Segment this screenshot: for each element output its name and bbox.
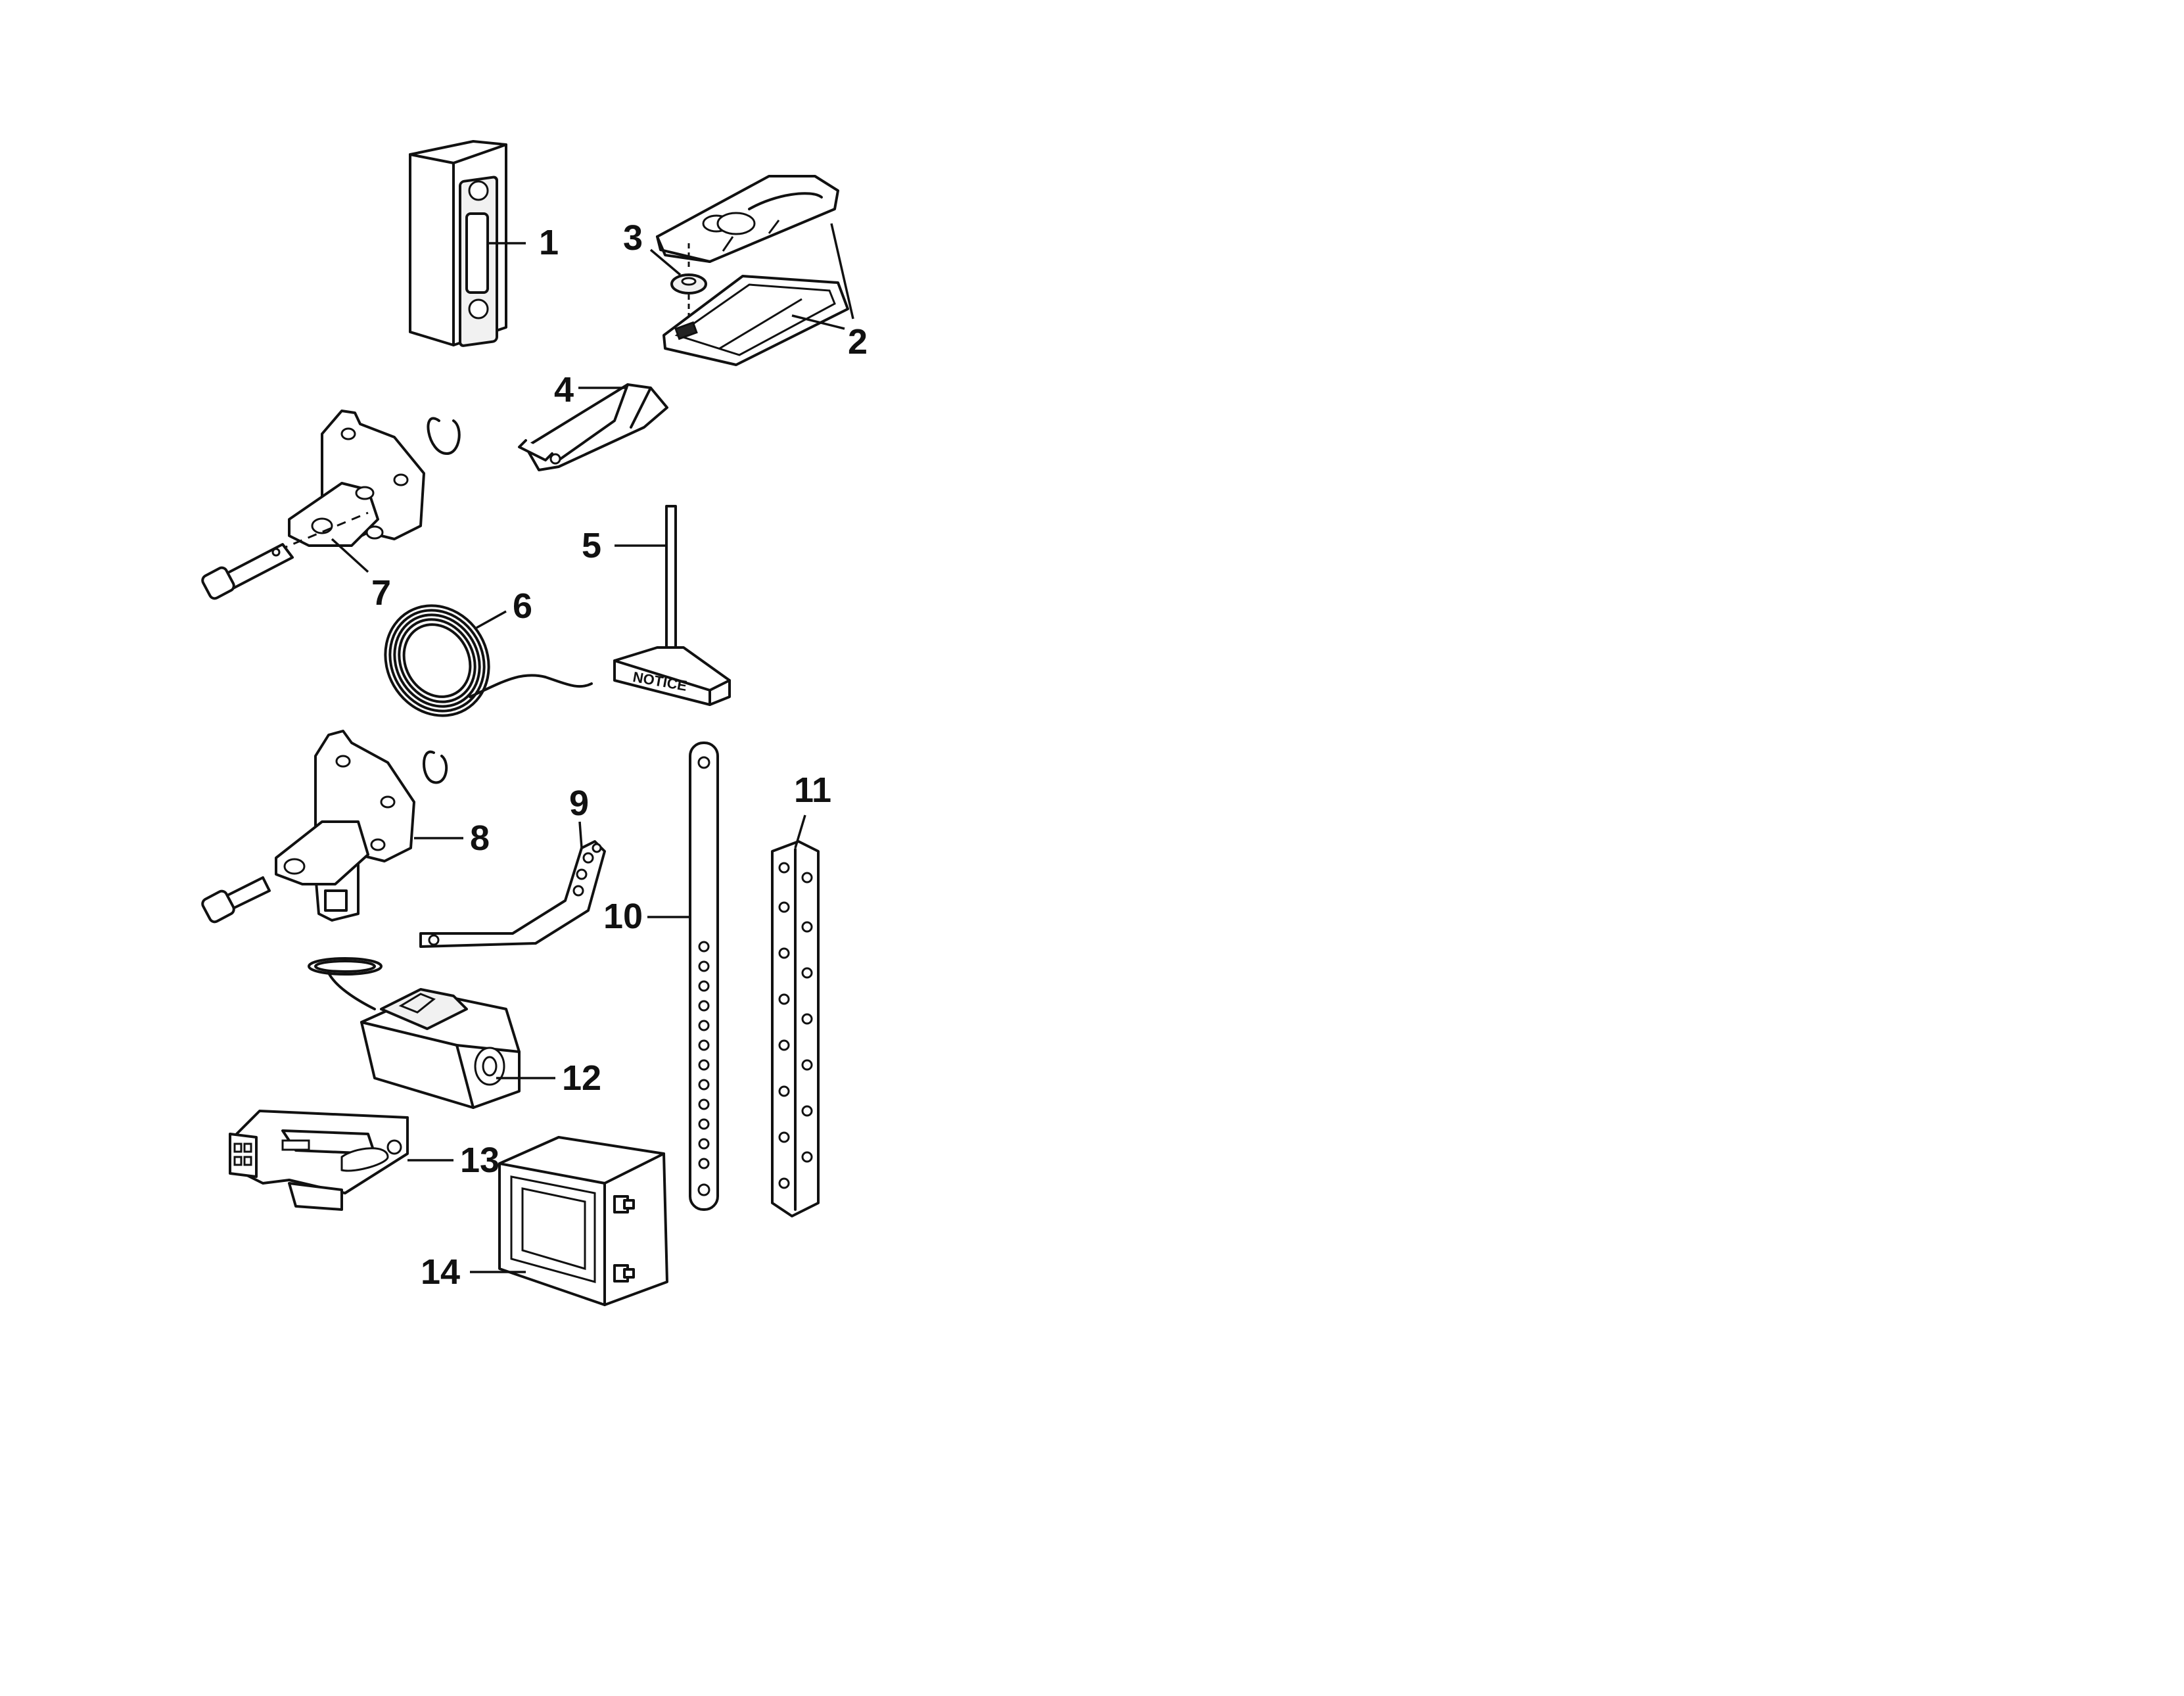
callout-4: 4 [554, 370, 574, 410]
leader-6 [476, 610, 507, 629]
leader-9 [578, 821, 583, 849]
part-4-visor-clip [518, 383, 668, 471]
callout-9: 9 [569, 784, 589, 823]
callout-7: 7 [371, 573, 391, 613]
callout-14: 14 [421, 1252, 460, 1292]
callout-6: 6 [513, 586, 532, 626]
leader-2b [791, 314, 845, 330]
part-8-door-arm-bracket [201, 730, 448, 924]
leader-11 [794, 814, 806, 849]
part-1-door-control-button [409, 140, 507, 347]
callout-8: 8 [470, 818, 490, 858]
callout-5: 5 [582, 526, 601, 565]
part-14-light-lens [498, 1136, 668, 1306]
callout-2: 2 [848, 322, 868, 362]
callout-13: 13 [460, 1141, 500, 1180]
part-6-bell-wire [384, 604, 593, 717]
part-5-emergency-release-rope-handle: NOTICE [613, 505, 731, 706]
part-12-safety-sensor [308, 957, 521, 1109]
leader-7 [331, 538, 369, 573]
part-7-door-bracket [201, 410, 461, 600]
part-2-remote-control [656, 175, 849, 366]
callout-11: 11 [794, 770, 831, 810]
leader-3 [649, 248, 682, 276]
part-3-battery [670, 243, 707, 316]
part-9-curved-door-arm [419, 840, 606, 948]
part-13-sensor-bracket [229, 1110, 409, 1211]
callout-3: 3 [623, 218, 643, 258]
callout-12: 12 [562, 1058, 601, 1098]
callout-10: 10 [603, 897, 643, 936]
part-10-straight-door-arm [689, 742, 719, 1211]
part-11-angle-iron [771, 840, 820, 1217]
callout-1: 1 [539, 223, 559, 262]
leader-2 [830, 223, 854, 319]
